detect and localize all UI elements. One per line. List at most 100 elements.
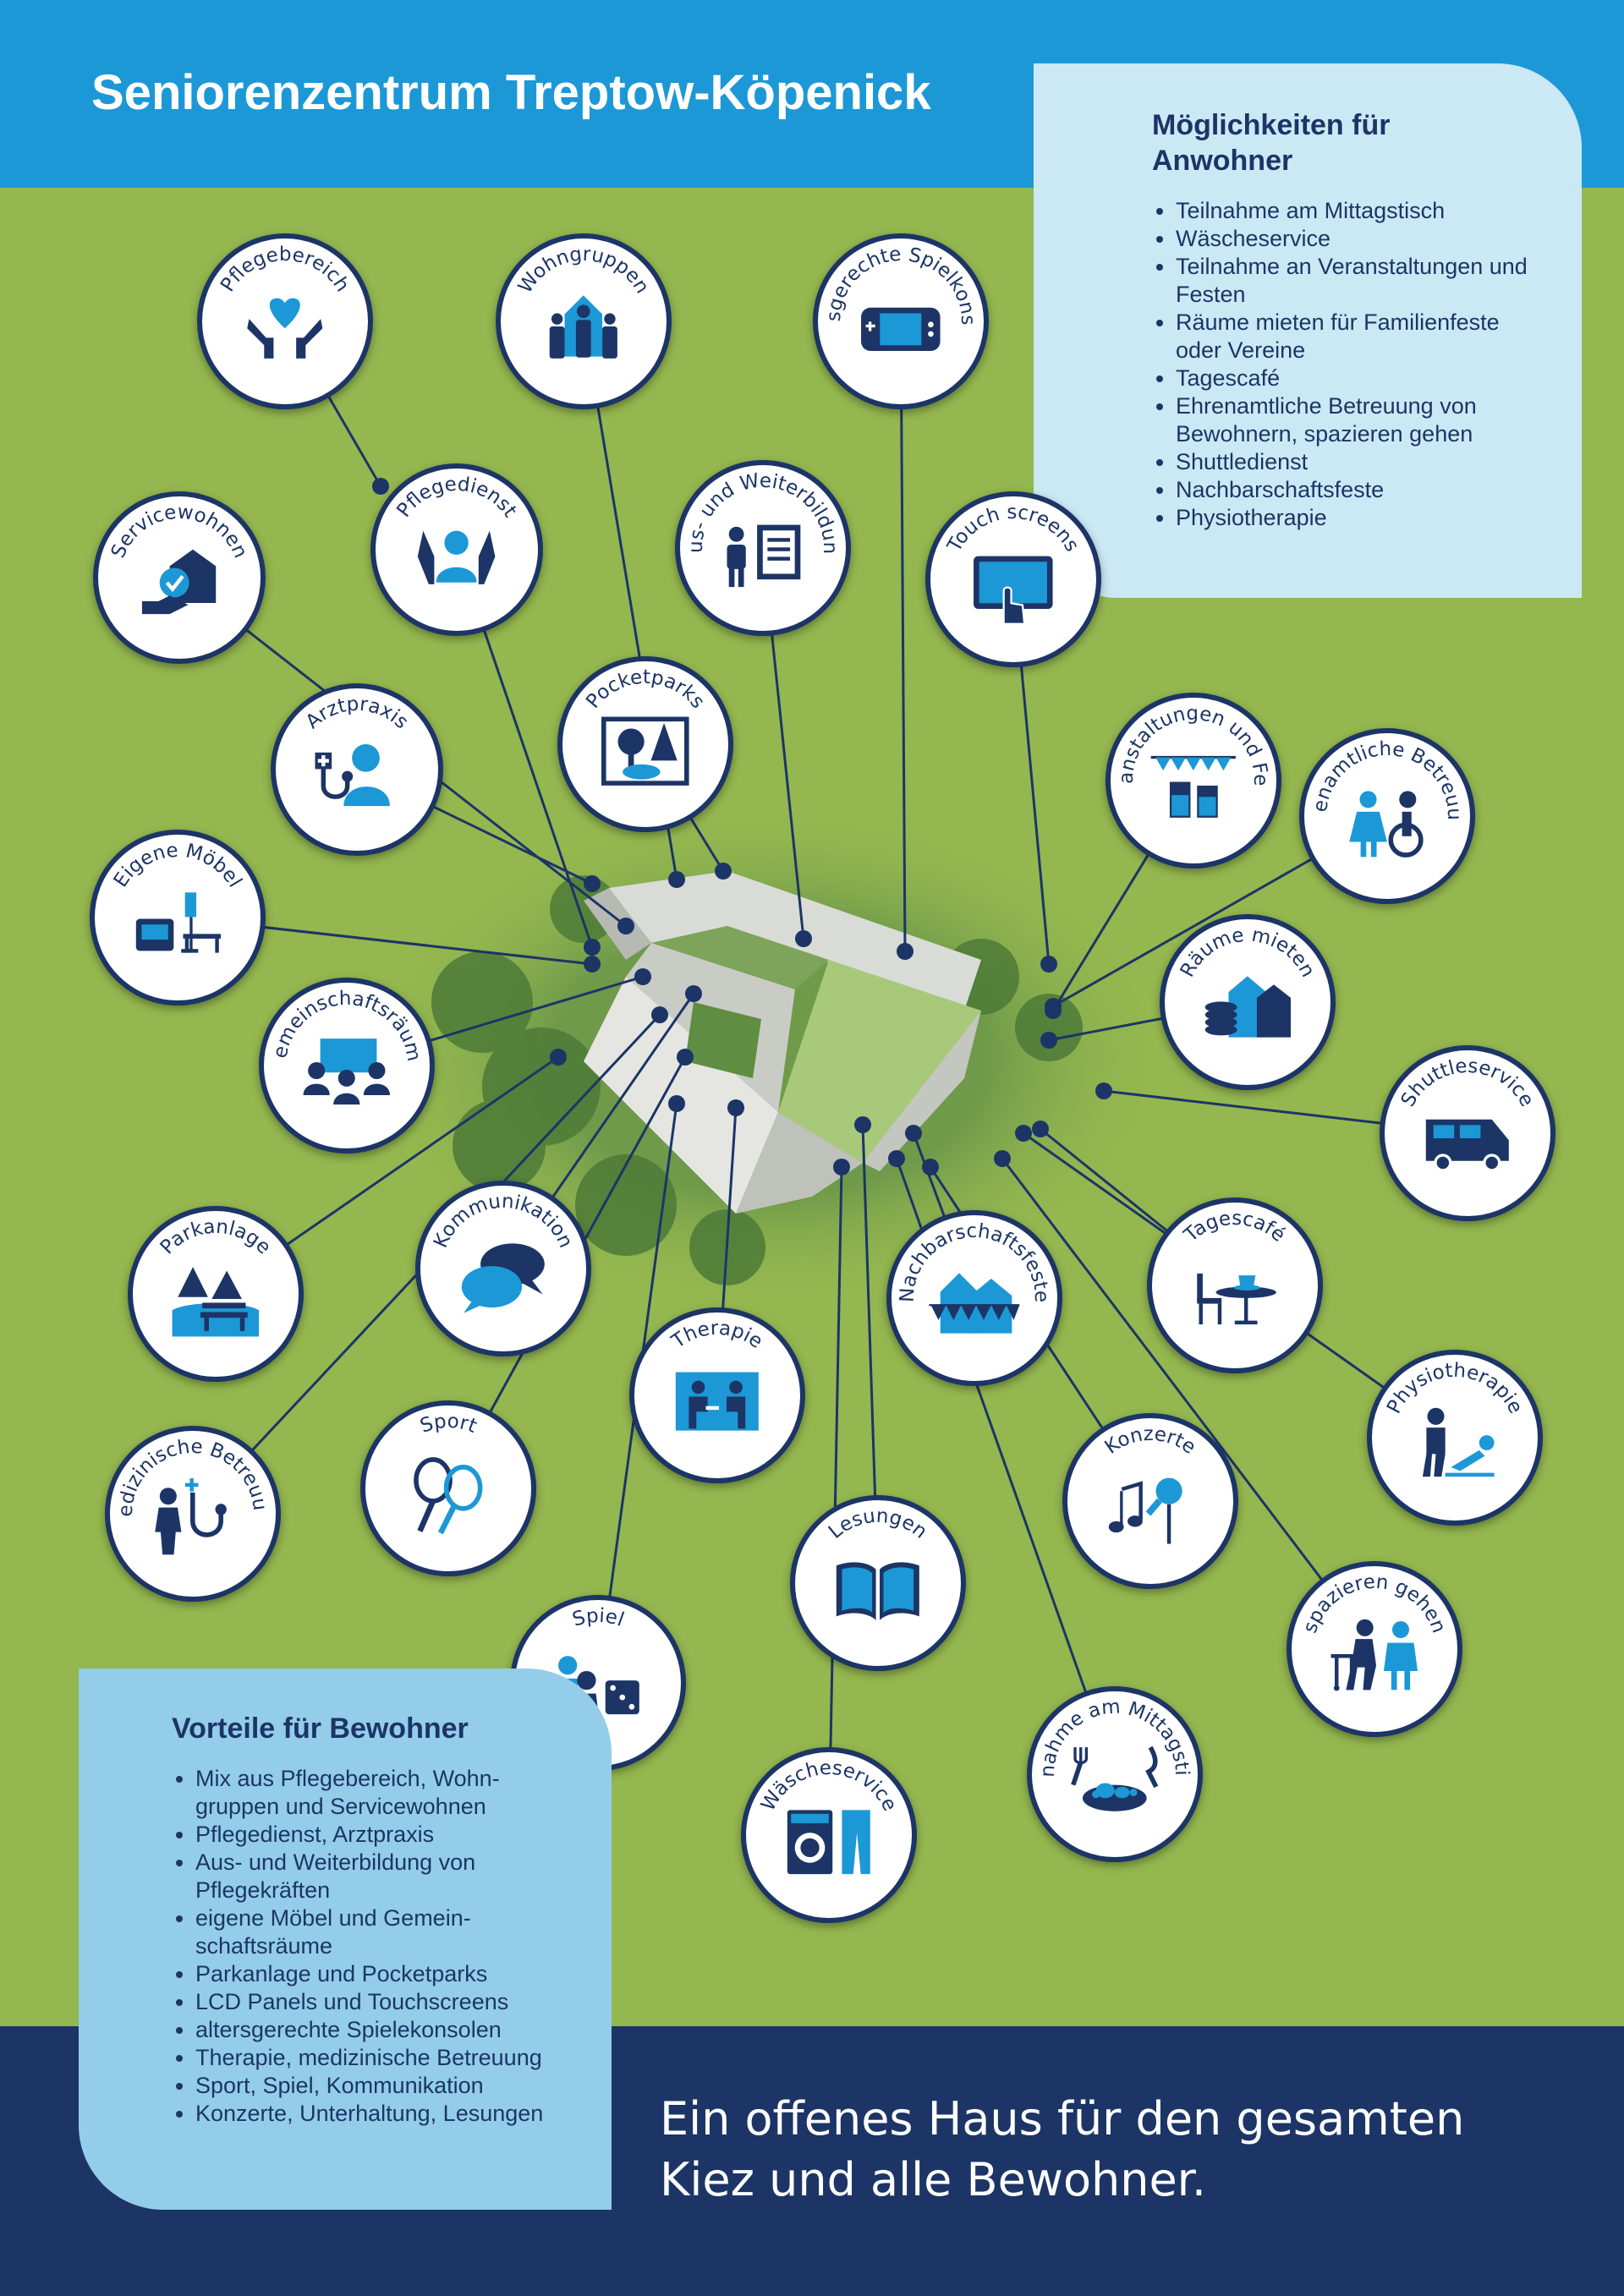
residents-list-item: Teilnahme am Mittagstisch (1176, 197, 1539, 225)
badge-wohngruppen: Wohngruppen (496, 233, 672, 409)
badge-sport: Sport (360, 1400, 536, 1576)
connector-dot (1040, 956, 1057, 973)
badge-raeume: Räume mieten (1160, 914, 1336, 1090)
connector-dot (372, 478, 389, 495)
stethoscope-person-icon (143, 1477, 243, 1560)
badge-mittagstisch: Teilnahme am Mittagstisch (1026, 1674, 1203, 1862)
badge-waescheservice: Wäscheservice (741, 1747, 917, 1923)
badge-shuttleservice: Shuttleservice (1380, 1045, 1555, 1221)
residents-list-item: Teilnahme an Veranstaltungen und Festen (1176, 253, 1539, 309)
badge-spazieren: spazieren gehen (1287, 1561, 1462, 1737)
care-person-icon (408, 514, 505, 595)
connector-dot (677, 1049, 694, 1066)
houses-bunting-icon (924, 1262, 1024, 1345)
badge-label: Therapie (667, 1318, 766, 1354)
coins-houses-icon (1198, 966, 1298, 1049)
benefits-panel: Vorteile für Bewohner Mix aus Pflegebere… (79, 1669, 612, 2210)
badge-gemeinschaftsraeume: Gemeinschaftsräume (256, 966, 435, 1153)
benefits-list-item: LCD Panels und Touchscreens (195, 1988, 578, 2016)
badge-servicewohnen: Servicewohnen (93, 491, 266, 664)
residents-list-item: Physiotherapie (1176, 504, 1539, 532)
badge-label: Tagescafé (1180, 1208, 1290, 1247)
badge-lesungen: Lesungen (790, 1495, 966, 1671)
wheelchair-helper-icon (1337, 780, 1437, 863)
physio-icon (1405, 1401, 1505, 1484)
connector-dot (833, 1159, 850, 1175)
residents-list-item: Nachbarschaftsfeste (1176, 476, 1539, 504)
connector-dot (922, 1159, 939, 1175)
washing-machine-icon (779, 1799, 879, 1882)
connector-dot (550, 1049, 567, 1066)
badge-med-betreuung: medizinische Betreuung (101, 1414, 281, 1602)
note-microphone-icon (1100, 1465, 1200, 1548)
connector-line (827, 1166, 843, 1836)
residents-list-item: Tagescafé (1176, 364, 1539, 392)
badge-parkanlage: Parkanlage (128, 1206, 304, 1382)
badge-moebel: Eigene Möbel (90, 830, 266, 1006)
people-house-icon (534, 285, 634, 368)
doctor-icon (308, 734, 405, 815)
badge-label: Konzerte (1101, 1423, 1200, 1459)
speech-bubbles-icon (453, 1232, 553, 1315)
benefits-list-item: Aus- und Weiterbildung von Pflegekräften (195, 1849, 578, 1904)
residents-list-item: Räume mieten für Familienfeste oder Vere… (1176, 309, 1539, 364)
connector-dot (1040, 1032, 1057, 1049)
footer-tagline: Ein offenes Haus für den gesamten Kiez u… (660, 2092, 1465, 2206)
badge-therapie: Therapie (629, 1307, 805, 1483)
residents-list-item: Ehrenamtliche Betreuung von Bewohnern, s… (1176, 392, 1539, 448)
residents-list-item: Wäscheservice (1176, 225, 1539, 253)
furniture-icon (128, 881, 228, 964)
van-icon (1418, 1097, 1517, 1180)
connector-dot (854, 1116, 871, 1133)
benefits-panel-title: Vorteile für Bewohner (172, 1712, 469, 1745)
badge-label: Arztpraxis (302, 693, 413, 733)
house-check-icon (130, 542, 228, 623)
benefits-list-item: Pflegedienst, Arztpraxis (195, 1821, 578, 1849)
badge-pocketparks: Pocketparks (557, 656, 733, 832)
connector-dot (584, 875, 601, 892)
connector-dot (651, 1006, 668, 1023)
connector-dot (1095, 1082, 1112, 1099)
connector-dot (1015, 1125, 1032, 1142)
connector-dot (897, 943, 914, 960)
connector-dot (715, 863, 732, 879)
badge-veranstaltungen: Veranstaltungen und Feste (1105, 681, 1281, 869)
benefits-list-item: Parkanlage und Pocketparks (195, 1960, 578, 1988)
badge-label: Pocketparks (582, 666, 709, 713)
connector-dot (1045, 998, 1062, 1015)
badge-konzerte: Konzerte (1062, 1413, 1238, 1589)
badge-pflegedienst: Pflegedienst (370, 463, 543, 636)
rackets-icon (398, 1452, 498, 1535)
badge-touchscreens: Touch screens (925, 491, 1101, 667)
badge-label: Sport (418, 1411, 480, 1438)
cafe-table-icon (1185, 1249, 1285, 1332)
connector-dot (1032, 1121, 1049, 1137)
badge-label: Spiel (570, 1605, 627, 1631)
trainer-board-icon (713, 512, 813, 595)
badge-arztpraxis: Arztpraxis (271, 683, 443, 856)
badge-tagescafe: Tagescafé (1147, 1197, 1323, 1373)
benefits-list: Mix aus Pflegebereich, Wohn-gruppen und … (172, 1765, 578, 2128)
badge-weiterbildung: Aus- und Weiterbildung (673, 448, 851, 636)
badge-kommunikation: Kommunikation (415, 1181, 591, 1356)
benefits-list-item: eigene Möbel und Gemein-schaftsräume (195, 1904, 578, 1960)
residents-list-item: Shuttledienst (1176, 448, 1539, 476)
badge-nachbarschaftsfeste: Nachbarschaftsfeste (886, 1210, 1062, 1386)
benefits-list-item: Konzerte, Unterhaltung, Lesungen (195, 2100, 578, 2128)
connector-dot (685, 985, 702, 1002)
park-bench-icon (166, 1258, 266, 1340)
connector-dot (668, 1095, 685, 1112)
connector-dot (584, 956, 601, 973)
therapy-icon (667, 1359, 767, 1442)
connector-line (899, 321, 907, 952)
open-book-icon (828, 1547, 928, 1630)
heart-hands-icon (235, 285, 335, 368)
badge-label: Lesungen (825, 1505, 931, 1543)
site-aerial-image (372, 808, 1167, 1307)
badge-ehrenamtliche: Ehrenamtliche Betreuung (1298, 716, 1475, 904)
party-glasses-icon (1144, 744, 1243, 827)
connector-dot (668, 871, 685, 888)
connector-dot (795, 930, 812, 947)
